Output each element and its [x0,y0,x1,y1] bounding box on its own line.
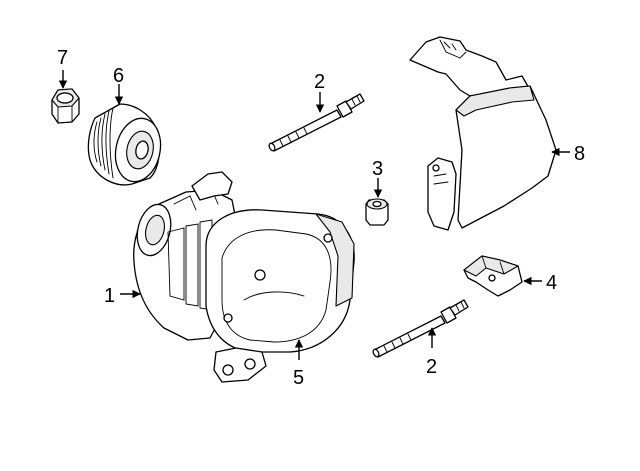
spacer-part-3 [365,198,389,226]
callout-3: 3 [372,158,383,180]
bracket-part-4 [463,255,523,297]
callout-4: 4 [546,272,557,294]
callout-6: 6 [113,65,124,87]
stud-bolt-part-2-upper [268,93,365,152]
heat-shield-part-8 [409,36,557,231]
nut-part-7 [51,88,80,124]
callout-labels: 7 6 2 3 8 4 1 5 2 [57,47,585,389]
callout-2-lower: 2 [426,356,437,378]
callout-5: 5 [293,367,304,389]
callout-7: 7 [57,47,68,69]
callout-1: 1 [104,285,115,307]
callout-8: 8 [574,143,585,165]
alternator-part-1 [133,171,355,383]
leader-lines [58,70,570,360]
stud-bolt-part-2-lower [372,299,469,358]
callout-2-upper: 2 [314,71,325,93]
pulley-part-6 [87,103,162,186]
